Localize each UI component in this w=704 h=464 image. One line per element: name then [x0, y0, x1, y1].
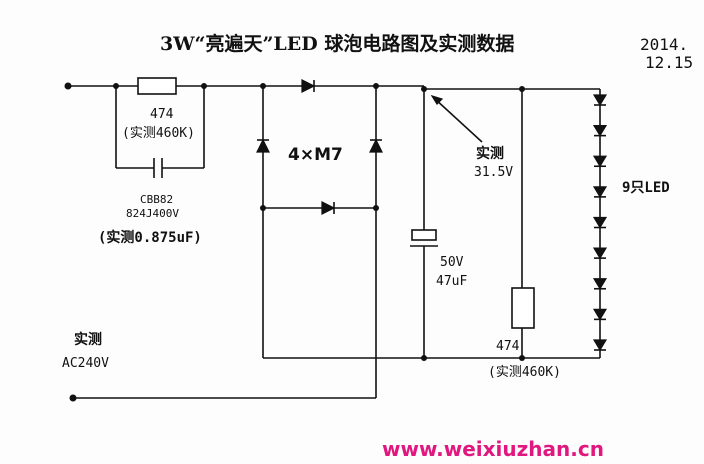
- resistor-bottom-value: 474: [496, 339, 520, 354]
- bridge-label: 4×M7: [288, 145, 343, 165]
- led-string: [592, 94, 608, 352]
- capacitor-model: CBB82: [140, 193, 173, 206]
- led-diode: [592, 278, 608, 290]
- resistor-bottom: [511, 287, 535, 329]
- led-diode: [592, 247, 608, 260]
- electrolytic-voltage: 50V: [440, 255, 464, 270]
- input-measure-value: AC240V: [62, 356, 109, 371]
- diode-middle: [321, 201, 336, 215]
- resistor-top-measured: (实测460K): [122, 126, 195, 141]
- resistor-top: [137, 77, 177, 95]
- led-diode: [592, 125, 608, 137]
- led-diode: [592, 155, 608, 168]
- led-string-label: 9只LED: [622, 180, 670, 196]
- capacitor-measured: (实测0.875uF): [98, 229, 202, 246]
- measure-arrow-head: [430, 94, 444, 105]
- output-measure-value: 31.5V: [474, 165, 513, 180]
- output-measure-label: 实测: [476, 145, 504, 162]
- led-diode: [592, 216, 608, 229]
- diode-right: [369, 138, 383, 153]
- date-line-2: 12.15: [645, 53, 693, 72]
- electrolytic-capacitor: [411, 229, 437, 241]
- measure-arrow-line: [433, 97, 483, 143]
- resistor-bottom-measured: (实测460K): [488, 365, 561, 380]
- electrolytic-capacitance: 47uF: [436, 274, 467, 289]
- led-diode: [592, 94, 608, 107]
- diode-top: [301, 79, 316, 93]
- led-diode: [592, 186, 608, 199]
- led-diode: [592, 308, 608, 321]
- date-line-1: 2014.: [640, 35, 688, 54]
- led-diode: [592, 339, 608, 352]
- diode-left: [256, 138, 270, 153]
- input-measure-label: 实测: [74, 331, 102, 348]
- resistor-top-value: 474: [150, 107, 174, 122]
- diagram-title: 3W“亮遍天”LED 球泡电路图及实测数据: [160, 32, 514, 55]
- capacitor-rating: 824J400V: [126, 207, 179, 220]
- watermark-url: www.weixiuzhan.cn: [382, 437, 604, 461]
